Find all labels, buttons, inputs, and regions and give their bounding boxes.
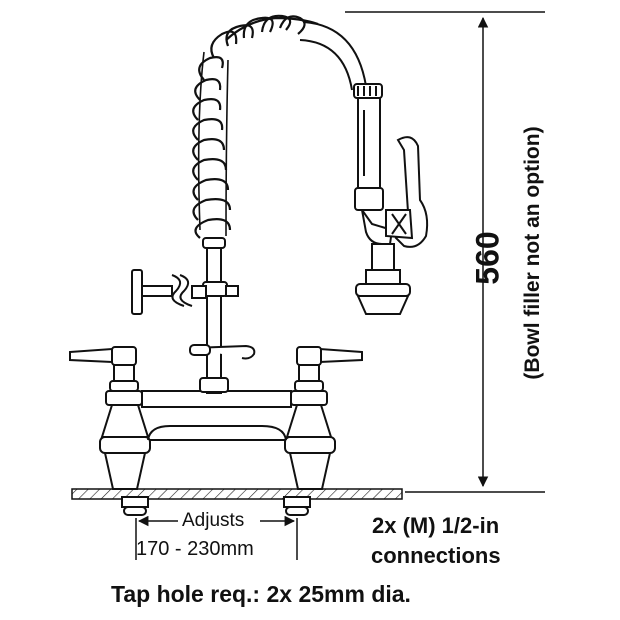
adjusts-label: Adjusts <box>182 510 245 531</box>
height-value-label: 560 <box>469 231 506 285</box>
connections-label-line2: connections <box>371 543 501 568</box>
height-dimension <box>345 11 545 493</box>
adjust-range-label: 170 - 230mm <box>136 538 254 560</box>
hose <box>299 21 367 91</box>
bridge-body <box>141 390 292 441</box>
spray-hook <box>189 344 256 360</box>
right-valve <box>283 346 363 516</box>
left-valve <box>69 346 151 516</box>
wall-bracket <box>131 269 239 315</box>
bowl-filler-note: (Bowl filler not an option) <box>521 126 544 380</box>
connections-label-line1: 2x (M) 1/2-in <box>372 513 500 538</box>
riser-pipe <box>199 237 229 394</box>
spray-gun <box>353 83 429 315</box>
tap-hole-requirement: Tap hole req.: 2x 25mm dia. <box>111 581 411 607</box>
bench-counter <box>71 488 403 500</box>
adjust-dimension <box>135 515 298 560</box>
spring-coil <box>192 14 319 239</box>
